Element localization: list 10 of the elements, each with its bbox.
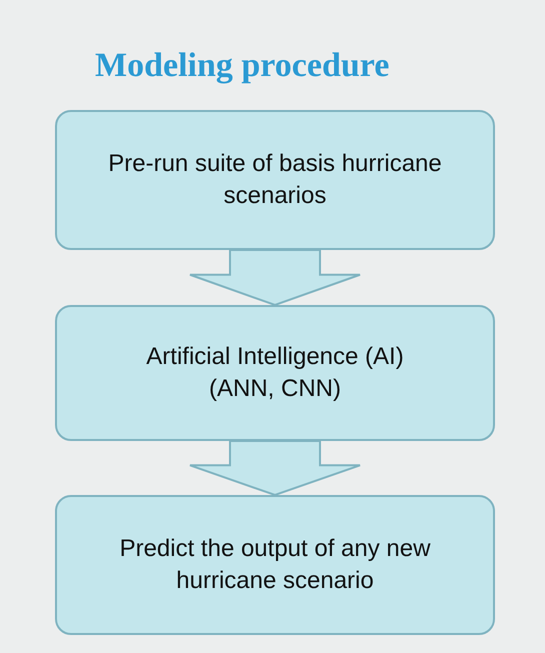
block-arrow	[189, 440, 361, 496]
process-box	[55, 110, 495, 250]
title: Modeling procedure	[95, 46, 390, 86]
block-arrow	[189, 249, 361, 306]
box-text: (ANN, CNN)	[209, 374, 341, 404]
box-text: Predict the output of any new hurricane scenario	[118, 534, 432, 596]
process-box	[55, 305, 495, 441]
box-text: Pre-run suite of basis hurricane scenarios	[107, 148, 443, 211]
process-box	[55, 495, 495, 635]
box-text: Artificial Intelligence (AI)	[146, 342, 404, 372]
